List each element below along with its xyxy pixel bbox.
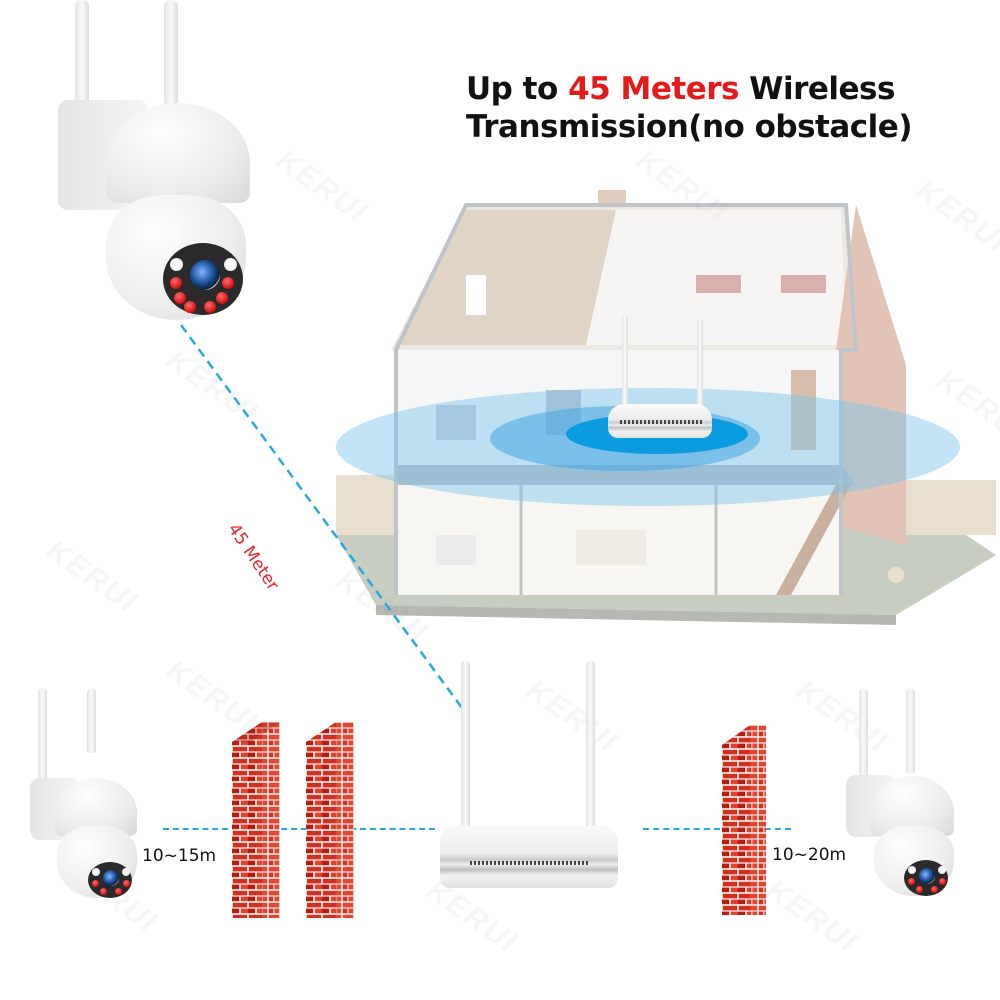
ir-led bbox=[92, 880, 99, 887]
white-led bbox=[92, 868, 100, 876]
ir-led bbox=[174, 292, 186, 304]
camera-lens bbox=[190, 260, 220, 290]
headline-line2: Transmission(no obstacle) bbox=[466, 109, 913, 145]
house-illustration bbox=[336, 190, 996, 625]
ir-led bbox=[123, 880, 130, 887]
headline: Up to 45 Meters Wireless Transmission(no… bbox=[466, 70, 986, 146]
router-vent bbox=[470, 861, 588, 865]
ir-led bbox=[100, 888, 107, 895]
ir-led bbox=[115, 888, 122, 895]
antenna bbox=[87, 688, 96, 753]
ir-led bbox=[216, 292, 228, 304]
ir-led bbox=[916, 886, 923, 893]
camera-dome bbox=[106, 103, 250, 203]
ir-led bbox=[222, 277, 234, 289]
router-vent bbox=[620, 420, 702, 424]
brick-wall-3 bbox=[722, 725, 766, 915]
antenna bbox=[586, 660, 595, 835]
ir-led bbox=[204, 301, 216, 313]
white-led bbox=[938, 866, 946, 874]
ir-led bbox=[939, 878, 946, 885]
headline-prefix: Up to bbox=[466, 71, 569, 107]
brick-wall-2 bbox=[306, 722, 354, 918]
left-distance-label: 10~15m bbox=[142, 846, 217, 866]
headline-highlight: 45 Meters bbox=[568, 71, 739, 107]
white-led bbox=[122, 868, 130, 876]
antenna bbox=[859, 688, 868, 788]
left-link-line bbox=[163, 828, 435, 830]
router-body bbox=[440, 826, 618, 888]
ir-led bbox=[931, 886, 938, 893]
right-distance-label: 10~20m bbox=[772, 845, 847, 865]
brick-wall-1 bbox=[232, 722, 280, 918]
ir-led bbox=[184, 301, 196, 313]
camera-lens bbox=[103, 870, 119, 886]
white-led bbox=[170, 258, 183, 271]
antenna bbox=[622, 316, 628, 410]
white-led bbox=[908, 866, 916, 874]
antenna bbox=[461, 660, 470, 835]
right-link-line bbox=[643, 828, 791, 830]
ir-led bbox=[170, 277, 182, 289]
antenna bbox=[697, 318, 703, 408]
headline-suffix: Wireless bbox=[738, 71, 895, 107]
ir-led bbox=[908, 878, 915, 885]
white-led bbox=[224, 258, 237, 271]
antenna bbox=[906, 688, 915, 773]
antenna bbox=[38, 688, 47, 783]
antenna bbox=[164, 0, 178, 105]
camera-lens bbox=[919, 868, 935, 884]
